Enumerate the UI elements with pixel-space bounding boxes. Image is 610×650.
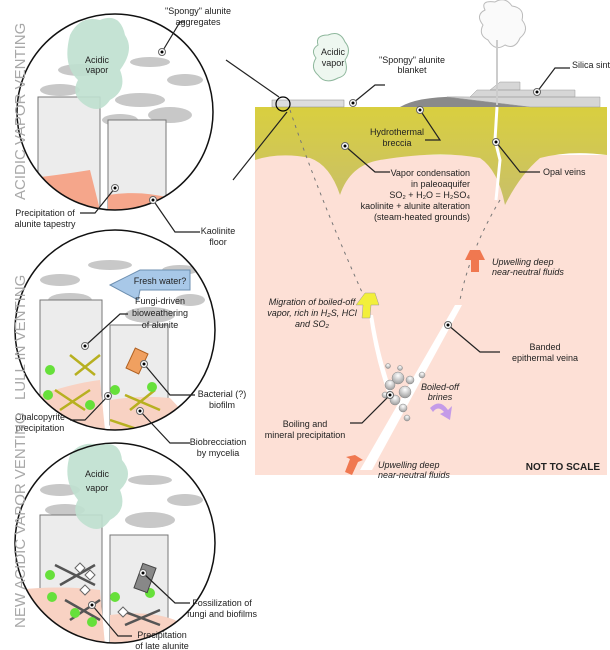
label-brines: Boiled-off xyxy=(421,382,461,392)
label-banded-vein: Banded xyxy=(529,342,560,352)
label-kaolinite: Kaolinite xyxy=(201,226,236,236)
spongy-alunite-blanket xyxy=(271,99,345,108)
zoom-locator-circle xyxy=(275,96,291,112)
label-vapor-2: vapor xyxy=(86,65,109,75)
opal-vein xyxy=(493,106,502,201)
label-boiling-2: mineral precipitation xyxy=(265,430,346,440)
label-late-alunite-2: of late alunite xyxy=(135,641,189,650)
label-fungi: Fungi-driven xyxy=(135,296,185,306)
label-upwelling-bottom: Upwelling deep xyxy=(378,460,440,470)
label-breccia-2: breccia xyxy=(382,138,411,148)
label-upwelling-bottom-2: near-neutral fluids xyxy=(378,470,450,480)
banded-epithermal-vein xyxy=(360,305,462,470)
panel-acidic-vapor-venting: ACIDIC VAPOR VENTING Acidic vapor "Spong… xyxy=(12,6,236,247)
label-silica-sinter: Silica sinter xyxy=(572,60,610,70)
upwelling-arrow-bottom xyxy=(345,455,363,475)
panel-lull-in-venting: LULL IN VENTING Fresh water? Fungi-drive… xyxy=(12,229,247,458)
label-tapestry: Precipitation of xyxy=(15,208,75,218)
steam-plume xyxy=(479,0,526,49)
vapor-migration-arrow xyxy=(355,292,380,319)
fresh-water-arrow xyxy=(108,269,191,301)
label-breccia: Hydrothermal xyxy=(370,127,424,137)
label-bacterial: Bacterial (?) xyxy=(198,389,247,399)
brine-circulation-arrow xyxy=(430,403,452,420)
label-tapestry-2: alunite tapestry xyxy=(14,219,76,229)
label-condensation-4: kaolinite + alunite alteration xyxy=(361,201,470,211)
label-spongy-2: aggregates xyxy=(175,17,221,27)
label-fresh-water: Fresh water? xyxy=(134,276,187,286)
label-upwelling-top: Upwelling deep xyxy=(492,257,554,267)
silica-sinter xyxy=(446,81,601,108)
label-boiling: Boiling and xyxy=(283,419,328,429)
label-migration-2: vapor, rich in H₂S, HCl xyxy=(267,308,357,318)
stage-title: LULL IN VENTING xyxy=(12,275,29,400)
panel-new-acidic-vapor-venting: NEW ACIDIC VAPOR VENTING Acidic vapor Fo… xyxy=(12,412,258,650)
label-upwelling-top-2: near-neutral fluids xyxy=(492,267,564,277)
label-condensation: Vapor condensation xyxy=(391,168,470,178)
label-migration-3: and SO₂ xyxy=(295,319,330,329)
not-to-scale-note: NOT TO SCALE xyxy=(526,462,601,473)
label-vapor: Acidic xyxy=(85,55,110,65)
label-condensation-5: (steam-heated grounds) xyxy=(374,212,470,222)
upwelling-arrow-top xyxy=(465,250,485,272)
label-migration: Migration of boiled-off xyxy=(269,297,357,307)
label-fungi-3: of alunite xyxy=(142,320,179,330)
label-fossilization-2: fungi and biofilms xyxy=(187,609,258,619)
label-condensation-reaction: SO₂ + H₂O = H₂SO₄ xyxy=(389,190,470,200)
label-brines-2: brines xyxy=(428,392,453,402)
boiling-bubbles xyxy=(381,363,426,422)
label-late-alunite: Precipitation xyxy=(137,630,187,640)
label-acidic-vapor-2: vapor xyxy=(322,58,345,68)
label-bacterial-2: biofilm xyxy=(209,400,235,410)
host-rock xyxy=(255,155,607,475)
paleoaquifer-layer xyxy=(255,107,607,205)
label-chalcopyrite-2: precipitation xyxy=(16,423,65,433)
cross-section: Acidic vapor "Spongy" alunite blanket Si… xyxy=(225,0,610,480)
label-spongy-blanket-2: blanket xyxy=(397,65,427,75)
label-spongy-blanket: "Spongy" alunite xyxy=(379,55,445,65)
acidic-vapor-cloud xyxy=(67,443,129,529)
acidic-vapor-cloud xyxy=(312,33,349,82)
label-acidic-vapor: Acidic xyxy=(321,47,346,57)
label-biobrecciation-2: by mycelia xyxy=(197,448,240,458)
acidic-vapor-cloud xyxy=(67,17,129,109)
label-vapor: Acidic xyxy=(85,469,110,479)
label-kaolinite-2: floor xyxy=(209,237,227,247)
label-spongy: "Spongy" alunite xyxy=(165,6,231,16)
label-condensation-2: in paleoaquifer xyxy=(411,179,470,189)
label-vapor-2: vapor xyxy=(86,483,109,493)
stage-title: NEW ACIDIC VAPOR VENTING xyxy=(12,412,29,628)
callout-dots xyxy=(341,88,541,399)
label-banded-vein-2: epithermal veina xyxy=(512,353,578,363)
vapor-pathway xyxy=(369,315,395,400)
label-opal-veins: Opal veins xyxy=(543,167,586,177)
label-fungi-2: bioweathering xyxy=(132,308,188,318)
label-chalcopyrite: Chalcopyrite xyxy=(15,412,65,422)
stage-title: ACIDIC VAPOR VENTING xyxy=(12,23,29,200)
label-biobrecciation: Biobrecciation xyxy=(190,437,247,447)
label-fossilization: Fossilization of xyxy=(192,598,252,608)
